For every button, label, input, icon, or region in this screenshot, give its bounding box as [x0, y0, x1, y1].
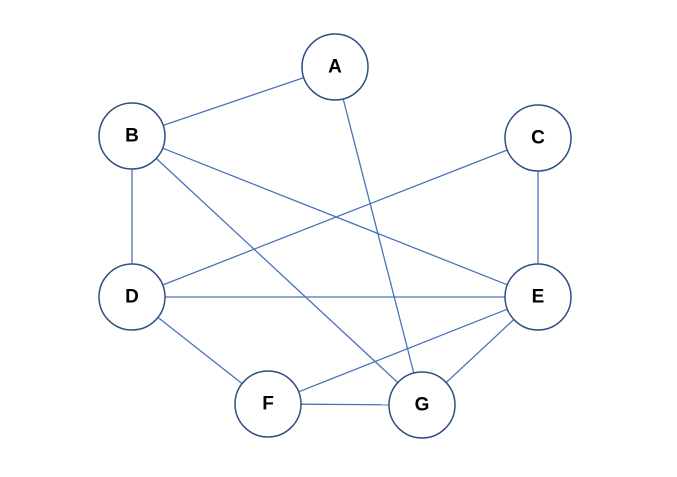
edge-e-g	[445, 319, 515, 383]
node-circle-d	[98, 263, 166, 331]
node-d: D	[98, 263, 166, 331]
node-label-g: G	[415, 395, 430, 416]
node-label-b: B	[125, 126, 139, 147]
edge-b-e	[162, 147, 508, 286]
node-circle-c	[504, 104, 572, 172]
node-circle-a	[301, 33, 369, 101]
node-circle-f	[234, 370, 302, 438]
edge-c-d	[162, 149, 508, 286]
nodes-layer: A B C D E F G	[98, 33, 572, 439]
edge-e-f	[298, 308, 508, 393]
edge-a-g	[342, 98, 415, 374]
node-b: B	[98, 102, 166, 170]
edges-layer	[131, 76, 539, 406]
node-circle-g	[388, 371, 456, 439]
node-label-c: C	[531, 128, 545, 149]
edge-b-g	[155, 157, 399, 384]
node-label-f: F	[262, 394, 274, 415]
node-label-e: E	[532, 287, 545, 308]
edge-d-f	[157, 316, 243, 385]
node-label-a: A	[328, 57, 342, 78]
node-e: E	[504, 263, 572, 331]
edge-a-b	[162, 76, 305, 127]
node-circle-e	[504, 263, 572, 331]
node-label-d: D	[125, 287, 139, 308]
node-f: F	[234, 370, 302, 438]
edge-f-g	[300, 403, 390, 406]
node-c: C	[504, 104, 572, 172]
node-g: G	[388, 371, 456, 439]
node-a: A	[301, 33, 369, 101]
node-circle-b	[98, 102, 166, 170]
